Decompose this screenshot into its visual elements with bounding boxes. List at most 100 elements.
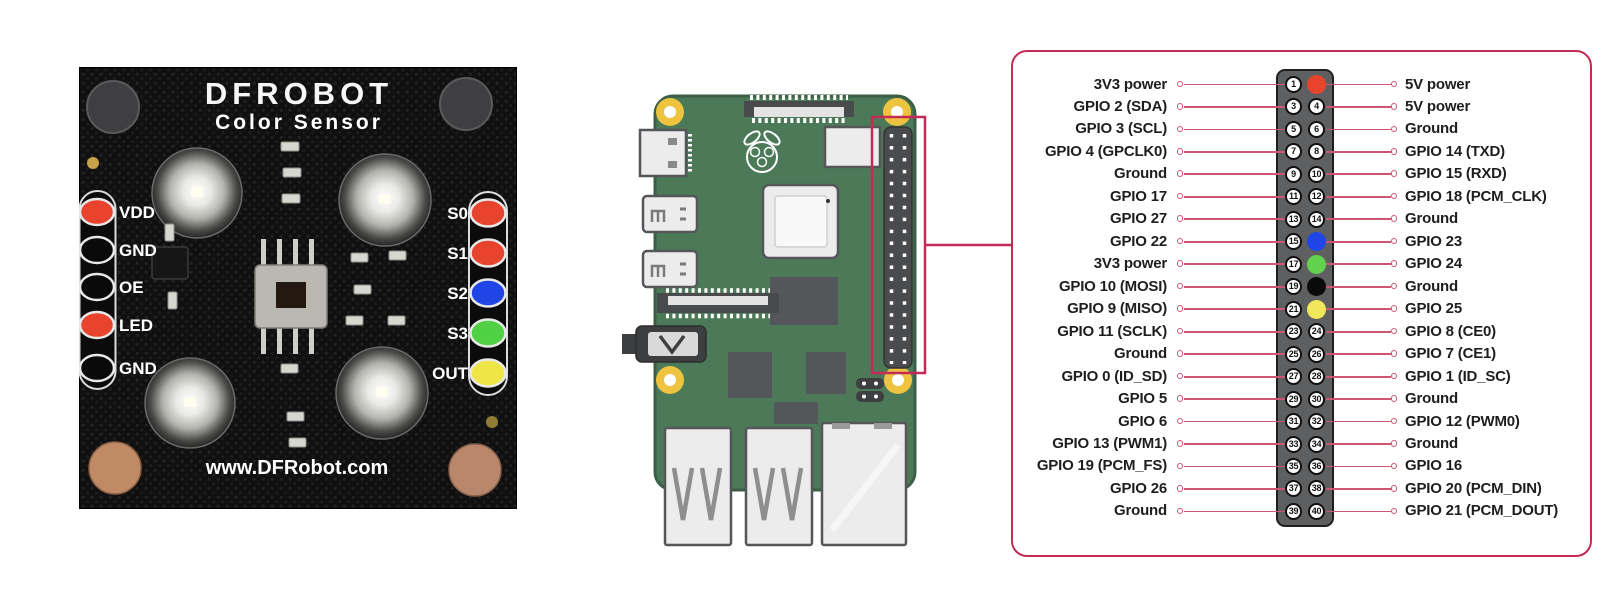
pin-label-left: GPIO 10 (MOSI)	[1058, 277, 1167, 295]
pin-label-right: Ground	[1405, 390, 1458, 408]
right-connector-line	[1326, 465, 1391, 468]
pin-label-left: GPIO 0 (ID_SD)	[1061, 367, 1167, 385]
right-terminal-circle	[1390, 148, 1398, 155]
left-terminal-circle	[1176, 148, 1184, 155]
left-connector-line	[1184, 330, 1285, 333]
right-terminal-circle	[1390, 215, 1398, 222]
right-connector-line	[1326, 420, 1391, 423]
pin-13: 13	[1285, 210, 1302, 228]
pin-label-right: GPIO 23	[1405, 232, 1462, 250]
right-connector-line	[1326, 173, 1391, 176]
pin-label-right: GPIO 25	[1405, 300, 1462, 318]
pin-32: 32	[1308, 413, 1325, 431]
pin-label-right: GPIO 7 (CE1)	[1405, 345, 1496, 363]
left-terminal-circle	[1176, 170, 1184, 177]
right-terminal-circle	[1390, 282, 1398, 290]
pin-17: 17	[1285, 255, 1302, 273]
right-connector-line	[1326, 488, 1391, 490]
pin-6: 6	[1308, 120, 1325, 138]
svg-text:S1: S1	[447, 244, 468, 263]
left-connector-line	[1184, 128, 1285, 131]
pin-label-right: 5V power	[1405, 75, 1471, 93]
pin-label-left: GPIO 13 (PWM1)	[1052, 435, 1167, 453]
pin-header-small	[856, 378, 884, 402]
transistor	[151, 246, 189, 280]
left-connector-line	[1184, 443, 1285, 445]
pin-8: 8	[1308, 143, 1325, 161]
color-sensor-chip	[254, 239, 328, 354]
pin-15: 15	[1285, 233, 1302, 251]
pin-label-left: GPIO 17	[1110, 187, 1167, 205]
left-connector-line	[1184, 375, 1285, 378]
left-connector-line	[1184, 106, 1285, 108]
left-connector-line	[1184, 465, 1285, 468]
pin-12: 12	[1308, 188, 1325, 206]
left-connector-line	[1184, 488, 1285, 490]
pin-label-right: GPIO 21 (PCM_DOUT)	[1405, 502, 1559, 520]
pin-label-right: Ground	[1405, 210, 1458, 228]
svg-text:LED: LED	[119, 316, 153, 335]
svg-text:OE: OE	[119, 278, 144, 297]
pin-28: 28	[1308, 368, 1325, 386]
pin-1: 1	[1285, 76, 1302, 93]
left-connector-line	[1184, 240, 1285, 243]
left-connector-line	[1184, 173, 1285, 176]
right-connector-line	[1326, 510, 1391, 513]
right-terminal-circle	[1390, 507, 1398, 515]
pin-label-left: GPIO 3 (SCL)	[1075, 120, 1167, 138]
left-terminal-circle	[1176, 507, 1184, 515]
pin-label-left: GPIO 5	[1118, 390, 1167, 408]
right-connector-line	[1326, 83, 1391, 86]
camera-connector	[657, 288, 779, 319]
right-terminal-circle	[1390, 395, 1398, 402]
chip-small-3	[774, 402, 818, 424]
left-terminal-circle	[1176, 305, 1184, 312]
pin-yellow	[1307, 299, 1326, 319]
led-domes	[144, 147, 432, 449]
pin-label-left: GPIO 6	[1118, 412, 1167, 430]
pin-label-right: Ground	[1405, 277, 1458, 295]
right-connector-line	[1326, 106, 1391, 108]
right-connector-line	[1326, 195, 1391, 198]
gpio-header-on-board	[883, 126, 913, 369]
right-terminal-circle	[1390, 260, 1398, 267]
left-terminal-circle	[1176, 80, 1184, 88]
copper-pad-bottom-left	[88, 441, 142, 495]
pin-21: 21	[1285, 300, 1302, 318]
pin-label-right: Ground	[1405, 120, 1458, 138]
sensor-brand-logo: DFROBOT	[205, 76, 393, 111]
pin-label-right: GPIO 15 (RXD)	[1405, 165, 1507, 183]
pin-label-left: GPIO 26	[1110, 479, 1167, 497]
right-terminal-circle	[1390, 372, 1398, 380]
gold-via-top-left	[87, 157, 99, 169]
soc-chip	[761, 183, 840, 260]
pin-label-left: Ground	[1114, 502, 1167, 520]
pin-37: 37	[1285, 480, 1302, 498]
hdmi-port	[638, 128, 692, 178]
pin-33: 33	[1285, 435, 1302, 453]
left-connector-line	[1184, 353, 1285, 356]
left-connector-line	[1184, 263, 1285, 266]
pin-24: 24	[1308, 323, 1325, 341]
right-connector-line	[1326, 218, 1391, 221]
right-terminal-circle	[1390, 417, 1398, 425]
svg-text:S0: S0	[447, 204, 468, 223]
pin-35: 35	[1285, 457, 1302, 475]
svg-text:S2: S2	[447, 284, 468, 303]
left-terminal-circle	[1176, 103, 1184, 110]
pin-label-left: GPIO 2 (SDA)	[1073, 97, 1168, 115]
pin-red	[1307, 75, 1326, 94]
pin-29: 29	[1285, 390, 1302, 408]
right-terminal-circle	[1390, 192, 1398, 200]
